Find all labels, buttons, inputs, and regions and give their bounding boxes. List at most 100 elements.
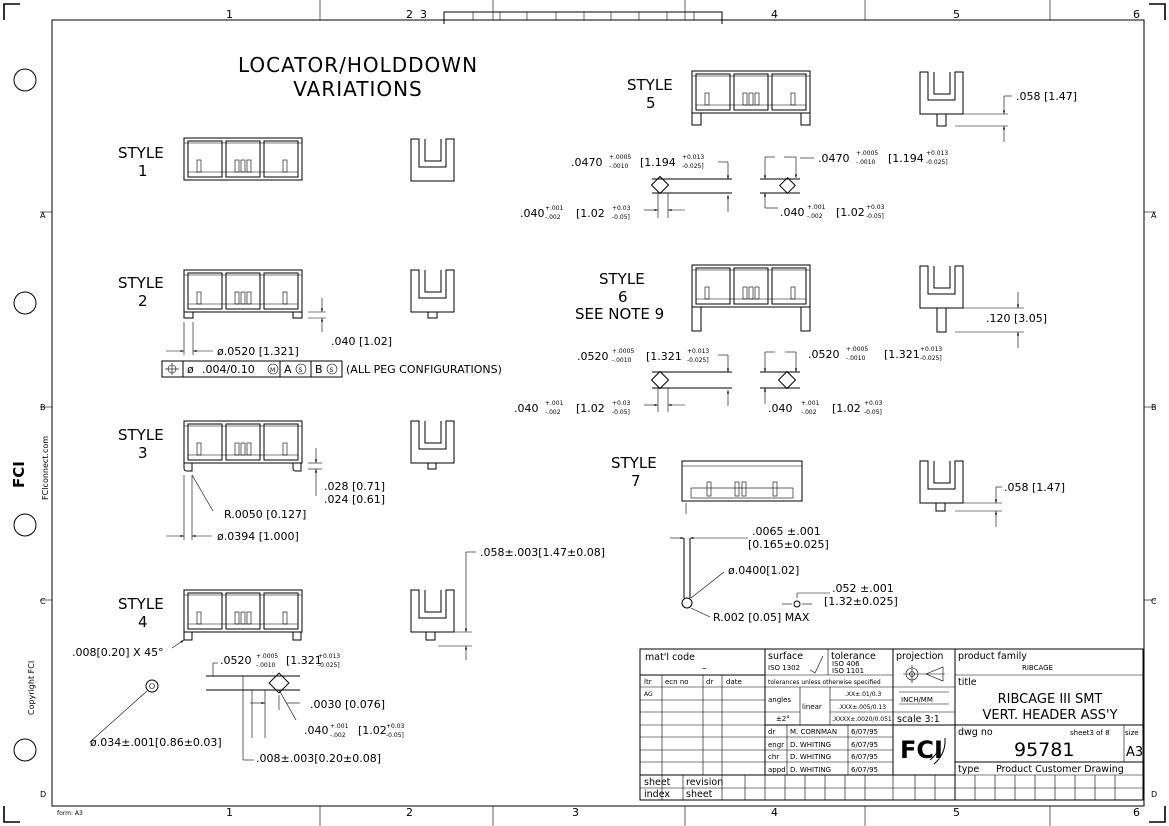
dwg-no: 95781: [1014, 739, 1074, 761]
svg-text:M. CORNMAN: M. CORNMAN: [790, 728, 837, 736]
units: INCH/MM: [901, 696, 933, 704]
surface-value: ISO 1302: [768, 664, 800, 672]
svg-text:+.0005: +.0005: [856, 150, 878, 157]
svg-text:-.002: -.002: [801, 409, 817, 416]
svg-text:3: 3: [138, 444, 148, 462]
svg-text:.0470: .0470: [571, 156, 603, 169]
zone-labels: 1 2 3 4 5 6 1 2 3 4 5 6 A B C D A B C D …: [10, 8, 1157, 819]
row-label: D: [40, 790, 46, 799]
svg-text:dr: dr: [768, 728, 775, 736]
svg-text:+.001: +.001: [545, 400, 564, 407]
svg-text:sheet: sheet: [644, 777, 671, 788]
svg-text:[1.02: [1.02: [576, 207, 605, 220]
svg-text:+0.013: +0.013: [920, 346, 942, 353]
svg-text:+0.03: +0.03: [612, 205, 631, 212]
title-line1: RIBCAGE III SMT: [998, 692, 1103, 707]
col-label: 5: [953, 8, 960, 21]
row-label: C: [1151, 597, 1157, 606]
svg-text:-0.025]: -0.025]: [920, 355, 942, 362]
svg-text:-0.025]: -0.025]: [687, 357, 709, 364]
form-label: form: A3: [57, 810, 83, 817]
svg-text:+.0005: +.0005: [256, 653, 278, 660]
style-3: STYLE 3 ø.0394 [1.000] R.0050 [0.127] .0…: [118, 420, 455, 543]
matl-code-label: mat'l code: [645, 652, 695, 663]
col-label: 3: [572, 806, 579, 819]
size-value: A3: [1126, 745, 1143, 760]
svg-text:[1.194: [1.194: [640, 156, 676, 169]
svg-text:.058±.003[1.47±0.08]: .058±.003[1.47±0.08]: [480, 546, 605, 559]
sheet-frame: [3, 0, 1166, 826]
svg-text:-0.05]: -0.05]: [866, 213, 884, 220]
svg-text:[1.32±0.025]: [1.32±0.025]: [824, 595, 898, 608]
col-label: 4: [771, 8, 778, 21]
svg-text:.XXXX±.0020/0.051: .XXXX±.0020/0.051: [832, 716, 892, 723]
svg-text:-.0010: -.0010: [846, 355, 866, 362]
svg-text:-.0010: -.0010: [612, 357, 632, 364]
row-label: C: [40, 597, 46, 606]
svg-text:.024 [0.61]: .024 [0.61]: [324, 493, 385, 506]
col-label: 4: [771, 806, 778, 819]
svg-text:[1.02: [1.02: [576, 402, 605, 415]
svg-text:STYLE: STYLE: [118, 274, 164, 292]
title-block: mat'l code – surface ISO 1302 tolerance …: [639, 648, 1144, 801]
svg-text:2: 2: [138, 292, 148, 310]
col-label: 2: [406, 8, 413, 21]
product-family-value: RIBCAGE: [1022, 664, 1053, 672]
style-7: STYLE 7 .058 [1.47] .0065 ±.001 [0.165±0…: [611, 454, 1065, 624]
svg-text:-0.05]: -0.05]: [612, 409, 630, 416]
svg-text:ø.0400[1.02]: ø.0400[1.02]: [728, 564, 799, 577]
svg-text:6: 6: [618, 288, 628, 306]
svg-text:.040: .040: [304, 724, 329, 737]
side-copyright: Copyright FCI: [27, 661, 36, 715]
side-url: FCIconnect.com: [41, 436, 50, 500]
svg-text:.0520: .0520: [808, 348, 840, 361]
type-value: Product Customer Drawing: [996, 764, 1124, 775]
svg-text:revision: revision: [686, 777, 723, 788]
svg-text:engr: engr: [768, 741, 784, 749]
svg-text:STYLE: STYLE: [118, 595, 164, 613]
col-label: 1: [226, 806, 233, 819]
svg-text:appd: appd: [768, 766, 786, 774]
heading-line1: LOCATOR/HOLDDOWN: [238, 53, 478, 77]
row-label: B: [40, 403, 46, 412]
svg-text:STYLE: STYLE: [599, 270, 645, 288]
svg-text:-0.025]: -0.025]: [926, 159, 948, 166]
heading-line2: VARIATIONS: [293, 77, 423, 101]
title-line2: VERT. HEADER ASS'Y: [982, 708, 1117, 723]
svg-text:[1.321: [1.321: [286, 654, 322, 667]
svg-text:[1.02: [1.02: [836, 206, 865, 219]
angles-label: angles: [768, 696, 791, 704]
svg-text:A: A: [284, 363, 292, 376]
svg-text:-.0010: -.0010: [256, 662, 276, 669]
svg-text:+0.013: +0.013: [926, 150, 948, 157]
svg-text:dr: dr: [706, 678, 713, 686]
svg-text:.008[0.20] X 45°: .008[0.20] X 45°: [72, 646, 164, 659]
svg-text:B: B: [315, 363, 323, 376]
product-family-label: product family: [958, 651, 1027, 662]
svg-text:.0030 [0.076]: .0030 [0.076]: [310, 698, 385, 711]
svg-text:STYLE: STYLE: [118, 426, 164, 444]
matl-code-value: –: [702, 663, 707, 674]
row-label: A: [40, 211, 46, 220]
svg-text:.058 [1.47]: .058 [1.47]: [1004, 481, 1065, 494]
surface-label: surface: [768, 651, 803, 662]
svg-text:SEE NOTE 9: SEE NOTE 9: [575, 305, 664, 323]
svg-text:[1.321: [1.321: [884, 348, 920, 361]
svg-text:date: date: [726, 678, 742, 686]
svg-text:ø.0394 [1.000]: ø.0394 [1.000]: [217, 530, 299, 543]
svg-text:.028 [0.71]: .028 [0.71]: [324, 480, 385, 493]
svg-text:+.0005: +.0005: [609, 154, 631, 161]
svg-text:index: index: [644, 789, 670, 800]
svg-text:+.001: +.001: [330, 723, 349, 730]
fci-logo: FCI: [900, 736, 946, 765]
svg-text:6/07/95: 6/07/95: [851, 753, 878, 761]
tolerance-note: tolerances unless otherwise specified: [768, 679, 881, 686]
style-5: STYLE 5 .058 [1.47] .0470 +.0005 -.0010 …: [520, 70, 1077, 221]
svg-text:.058 [1.47]: .058 [1.47]: [1016, 90, 1077, 103]
svg-text:6/07/95: 6/07/95: [851, 766, 878, 774]
svg-text:.004/0.10: .004/0.10: [202, 363, 255, 376]
title-label: title: [958, 677, 977, 688]
svg-text:+0.03: +0.03: [864, 400, 883, 407]
svg-text:chr: chr: [768, 753, 779, 761]
